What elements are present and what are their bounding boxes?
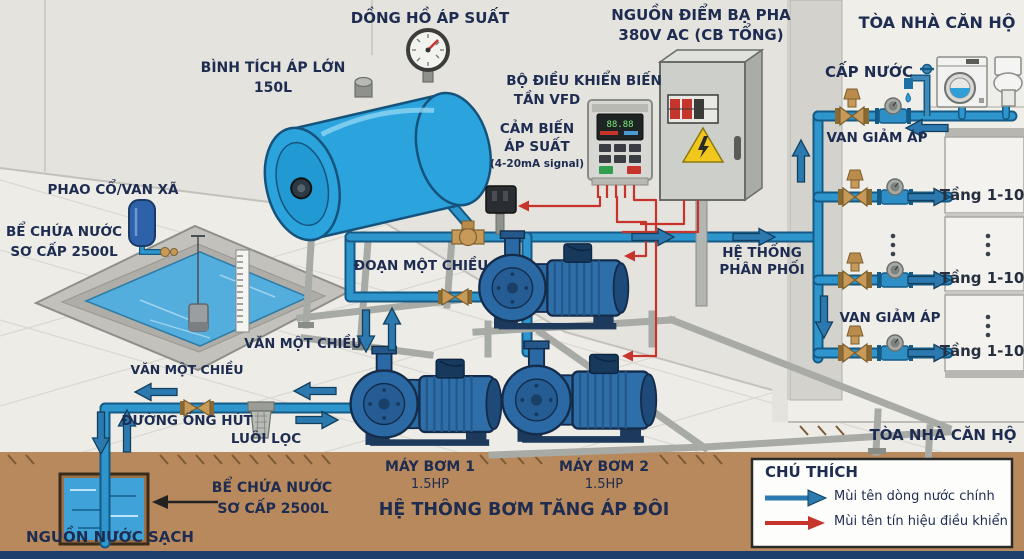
electrical-panel [657, 48, 765, 202]
label-suction-pipe: ĐƯỜNG ỐNG HÚT [121, 413, 253, 429]
label-pump2-name: MÁY BƠM 2 [559, 459, 649, 475]
float-valve [128, 199, 178, 257]
label-lower-tank-line2: SƠ CẤP 2500L [217, 501, 329, 517]
label-pump1-hp: 1.5HP [410, 477, 450, 492]
toilet [993, 56, 1023, 107]
tank-top-port [354, 76, 373, 98]
label-check-valve-top: ĐOẠN MỘT CHIỀU [353, 258, 489, 274]
label-pump2-hp: 1.5HP [584, 477, 624, 492]
label-sensor-line1: CẢM BIẾN [499, 121, 575, 137]
label-vfd-line2: TẦN VFD [513, 92, 581, 108]
label-system-title: HỆ THÔNG BƠM TĂNG ÁP ĐÔI [378, 500, 670, 520]
floor-ellipsis-dots [890, 233, 991, 338]
label-cap-nuoc: CẤP NƯỚC [824, 63, 914, 81]
washing-machine [936, 56, 988, 108]
primary-water-pool [33, 199, 353, 372]
legend-box [750, 457, 1014, 549]
level-ruler [235, 249, 250, 333]
label-prv-top: VAN GIẢM ÁP [826, 130, 928, 146]
label-upper-tank-line1: BỂ CHỨA NƯỚC [5, 224, 123, 240]
label-tank-line2: 150L [253, 80, 293, 96]
label-pump1-name: MÁY BƠM 1 [385, 459, 475, 475]
label-distribution-line2: PHÂN PHỐI [719, 262, 805, 278]
faucet [904, 63, 934, 116]
label-power-line1: NGUỒN ĐIỂM BẠ PHA [611, 6, 791, 24]
vfd-controller: 88.88 [587, 99, 653, 186]
pressure-gauge [406, 28, 450, 83]
vfd-display: 88.88 [606, 120, 633, 130]
legend-item-signal: Mùi tên tín hiệu điều khiển [834, 514, 1008, 529]
label-floor-2: Tầng 1-10 [939, 269, 1024, 287]
label-pointer-arrow [152, 495, 218, 509]
label-building-top: TÒA NHÀ CĂN HỘ [858, 13, 1016, 32]
label-sensor-line2: ÁP SUẤT [504, 139, 570, 155]
label-water-source: NGUỒN NƯỚC SẠCH [26, 528, 194, 546]
label-prv-bottom: VAN GIẢM ÁP [839, 310, 941, 326]
label-power-line2: 380V AC (CB TỔNG) [618, 26, 784, 44]
label-upper-tank-line2: SƠ CẤP 2500L [10, 244, 118, 260]
legend-arrow-signal [765, 516, 825, 530]
label-tank-line1: BÌNH TÍCH ÁP LỚN [200, 60, 346, 76]
label-distribution-line1: HỆ THỐNG [722, 245, 802, 261]
legend-item-water: Mùi tên dòng nước chính [834, 489, 995, 504]
signal-wires [518, 185, 700, 362]
pump-rack [472, 310, 953, 466]
floor-boxes [944, 128, 1024, 378]
label-building-bottom: TÒA NHÀ CĂN HỘ [869, 426, 1017, 444]
brass-tee [451, 220, 485, 247]
label-floor-1: Tầng 1-10 [939, 186, 1024, 204]
label-pressure-gauge: DỒNG HỒ ÁP SUẤT [350, 9, 510, 27]
label-strainer: LUÔI LỌC [230, 431, 302, 447]
label-check-valve-left: VĂN MỘT CHIỀU [130, 362, 244, 377]
label-sensor-line3: (4-20mA signal) [489, 158, 585, 170]
label-vfd-line1: BỘ ĐIỀU KHIỂN BIẾN [506, 73, 662, 89]
label-float-valve: PHAO CỔ/VAN XÃ [47, 182, 179, 198]
legend-title: CHÚ THÍCH [765, 463, 858, 481]
label-check-valve-right: VĂN MỘT CHIỀU [244, 337, 362, 352]
legend-arrow-water [765, 489, 828, 507]
bottom-strip [0, 551, 1024, 559]
label-floor-3: Tầng 1-10 [939, 342, 1024, 360]
label-lower-tank-line1: BỂ CHỨA NƯỚC [211, 480, 333, 496]
pressure-tank [263, 91, 492, 242]
float-switch [188, 235, 209, 332]
